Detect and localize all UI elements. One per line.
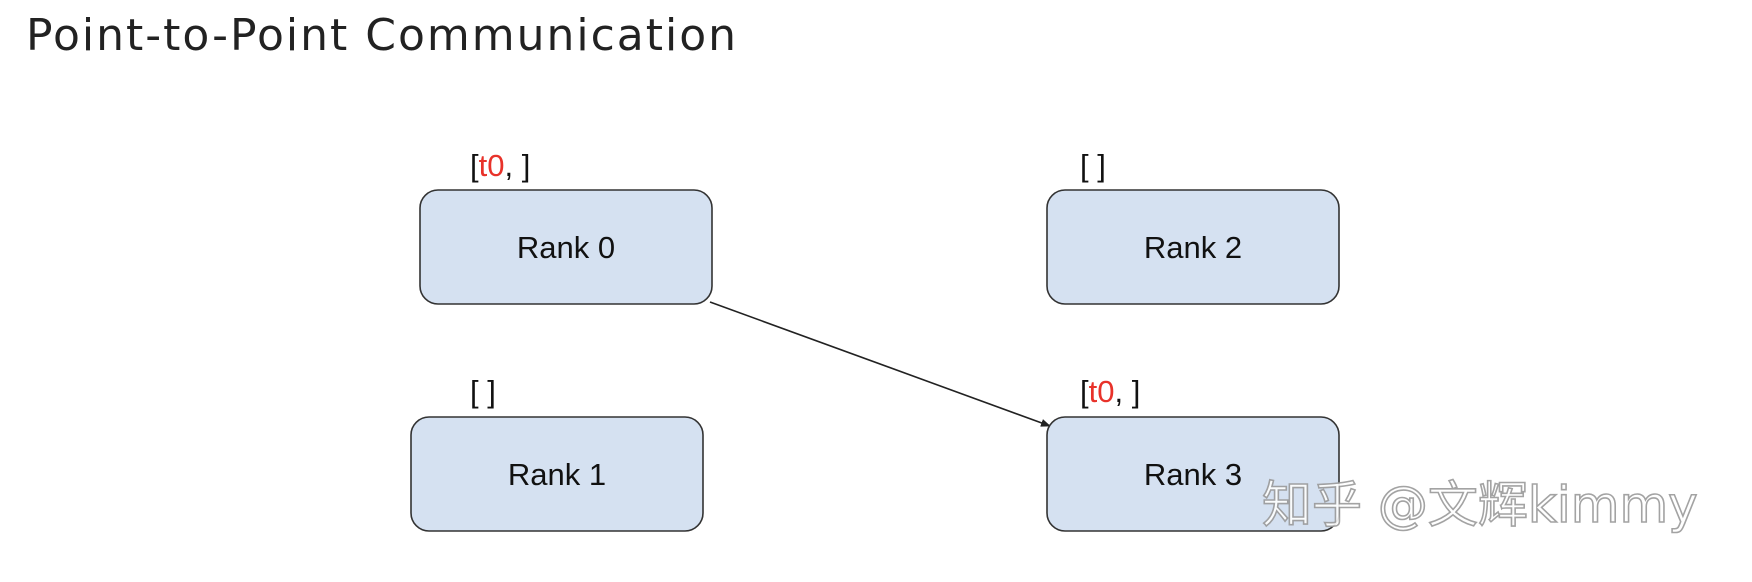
watermark: 知乎 @文辉kimmy: [1262, 476, 1698, 534]
buffer-open: [: [1080, 148, 1089, 183]
node-label-rank1: Rank 1: [508, 457, 606, 492]
edge-rank0-to-rank3: [709, 301, 1051, 427]
node-rank2: [ ] Rank 2: [1046, 148, 1340, 305]
node-rank0: [t0, ] Rank 0: [419, 148, 713, 305]
buffer-label-rank2: [ ]: [1080, 148, 1106, 183]
page-title: Point-to-Point Communication: [26, 10, 739, 61]
node-rank1: [ ] Rank 1: [410, 374, 704, 532]
node-box-rank2: [1046, 189, 1340, 305]
buffer-open: [: [1080, 374, 1089, 409]
node-box-rank3: [1046, 416, 1340, 532]
buffer-rest: ]: [479, 374, 496, 409]
buffer-rest: ]: [1089, 148, 1106, 183]
node-label-rank2: Rank 2: [1144, 230, 1242, 265]
buffer-label-rank0: [t0, ]: [470, 148, 530, 183]
node-box-rank0: [419, 189, 713, 305]
node-box-rank1: [410, 416, 704, 532]
buffer-label-rank3: [t0, ]: [1080, 374, 1140, 409]
buffer-item-t0: t0: [479, 148, 505, 183]
buffer-open: [: [470, 148, 479, 183]
node-label-rank0: Rank 0: [517, 230, 615, 265]
node-label-rank3: Rank 3: [1144, 457, 1242, 492]
node-rank3: [t0, ] Rank 3: [1046, 374, 1340, 532]
buffer-open: [: [470, 374, 479, 409]
buffer-label-rank1: [ ]: [470, 374, 496, 409]
buffer-rest: , ]: [1114, 374, 1140, 409]
buffer-rest: , ]: [504, 148, 530, 183]
buffer-item-t0: t0: [1089, 374, 1115, 409]
